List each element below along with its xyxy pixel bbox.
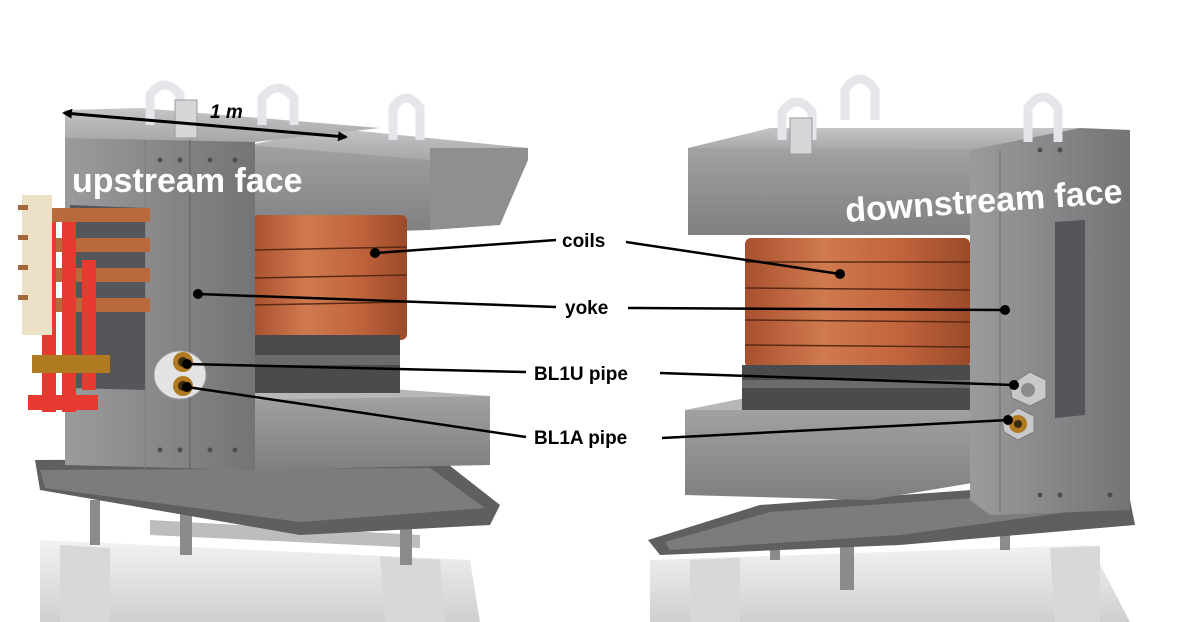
bl1u-dot-left: [182, 359, 192, 369]
coils-label: coils: [562, 231, 605, 252]
upstream-busbars: [18, 195, 150, 412]
upstream-lifting-eyes: [145, 80, 425, 140]
bl1a-leader-right: [661, 418, 1009, 440]
scale-arrow: [62, 108, 348, 142]
bl1u-label: BL1U pipe: [534, 364, 628, 385]
downstream-lower-block: [685, 405, 990, 500]
downstream-pipes: [1001, 371, 1047, 441]
bl1a-dot-left: [182, 382, 192, 392]
coils-dot-right: [835, 269, 845, 279]
scale-label: 1 m: [210, 102, 243, 123]
coils-leader-right: [625, 240, 841, 276]
yoke-leader-right: [627, 306, 1006, 312]
coils-dot-left: [370, 248, 380, 258]
upstream-support-stand: [40, 495, 480, 622]
upstream-top-block: [250, 140, 430, 235]
coils-leader-left: [374, 238, 557, 255]
bl1u-dot-right: [1009, 380, 1019, 390]
bl1a-dot-right: [1003, 415, 1013, 425]
bl1a-label: BL1A pipe: [534, 428, 627, 449]
downstream-magnet: downstream face: [648, 74, 1135, 622]
yoke-label: yoke: [565, 298, 608, 319]
upstream-coils: [250, 215, 408, 393]
yoke-dot-left: [193, 289, 203, 299]
bl1u-leader-left: [186, 362, 527, 374]
upstream-magnet: upstream face 1 m: [18, 80, 528, 622]
downstream-coils: [742, 238, 972, 410]
upstream-lower-block: [250, 392, 490, 470]
bl1a-leader-left: [186, 385, 527, 439]
bl1u-leader-right: [659, 371, 1015, 387]
yoke-leader-left: [197, 292, 557, 309]
downstream-lifting-eyes: [777, 74, 1063, 142]
downstream-top-block: [688, 145, 985, 235]
yoke-dot-right: [1000, 305, 1010, 315]
upstream-face-label: upstream face: [72, 162, 303, 200]
upstream-pipe-plate: [153, 350, 207, 400]
callouts: coils yoke BL1U pipe BL1A pipe: [182, 231, 1019, 449]
